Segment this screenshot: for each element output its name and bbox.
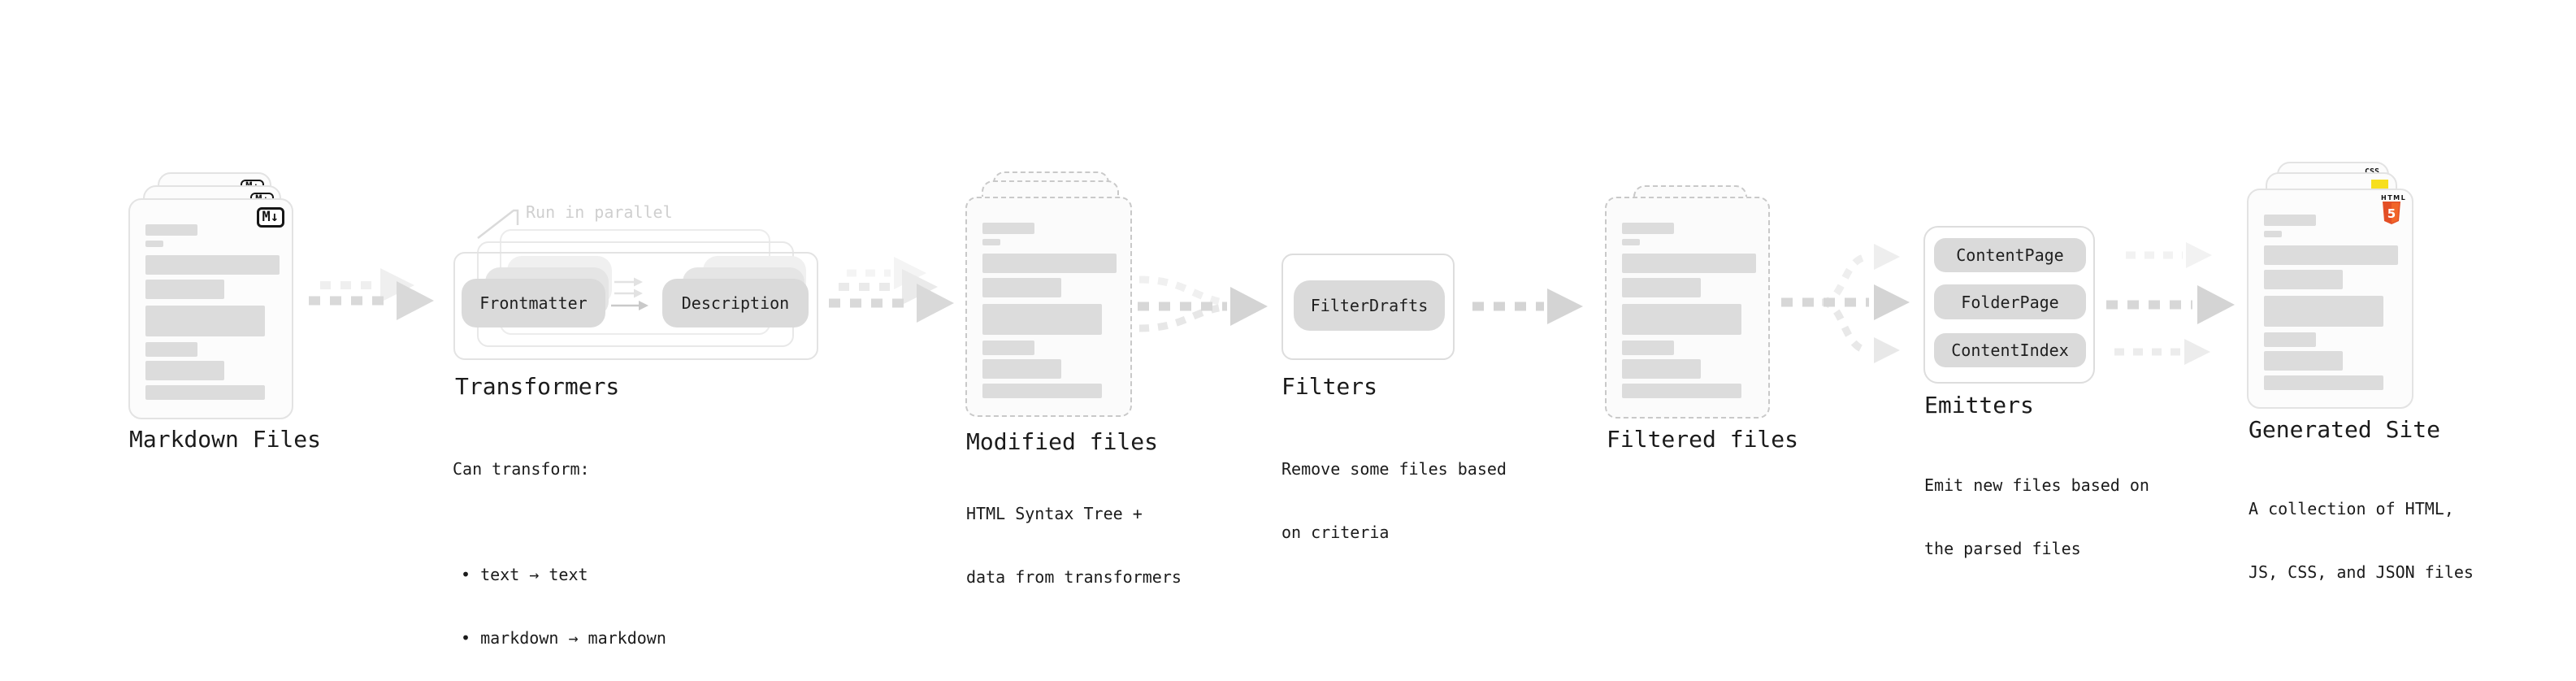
placeholder-text-bar: [1622, 278, 1701, 297]
file-card-front: M↓: [128, 198, 293, 419]
run-in-parallel-note: Run in parallel: [526, 202, 673, 222]
html5-icon-word: HTML: [2381, 194, 2407, 202]
stage-title: Transformers: [455, 373, 620, 400]
placeholder-text-bar: [982, 359, 1061, 379]
caption-line: HTML Syntax Tree +: [966, 504, 1143, 523]
stage-title: Emitters: [1924, 392, 2034, 419]
stage-caption: Remove some files based on criteria: [1281, 416, 1507, 585]
caption-line: the parsed files: [1924, 539, 2081, 558]
file-card-front: HTML 5: [2247, 189, 2413, 409]
placeholder-text-bar: [2264, 215, 2316, 226]
caption-line: Remove some files based: [1281, 459, 1507, 479]
placeholder-text-bar: [982, 239, 1000, 245]
placeholder-text-bar: [982, 278, 1061, 297]
placeholder-text-bar: [1622, 239, 1640, 245]
placeholder-text-bar: [145, 241, 163, 247]
arrow-filters-to-filtered: [1472, 288, 1583, 324]
placeholder-text-bar: [2264, 270, 2343, 289]
transform-bullet-list: • text → text • markdown → markdown • ht…: [453, 522, 666, 681]
javascript-icon: [2371, 180, 2388, 191]
placeholder-text-bar: [145, 224, 197, 236]
placeholder-text-bar: [145, 385, 265, 400]
placeholder-text-bar: [145, 361, 224, 380]
placeholder-text-bar: [2264, 351, 2343, 371]
html5-icon: HTML 5: [2381, 194, 2407, 228]
css-icon-label: CSS: [2365, 167, 2379, 176]
placeholder-text-bar: [982, 340, 1034, 355]
stage-title: Modified files: [966, 428, 1159, 455]
placeholder-text-bar: [2264, 332, 2316, 347]
placeholder-text-bar: [982, 223, 1034, 234]
placeholder-lines: [982, 223, 1117, 398]
placeholder-text-bar: [1622, 304, 1741, 335]
placeholder-text-bar: [1622, 384, 1741, 398]
emitter-pill-contentindex: ContentIndex: [1934, 333, 2086, 367]
arrow-modified-to-filters: [1138, 275, 1268, 332]
transformer-pill-description: Description: [662, 279, 809, 327]
stage-title: Filtered files: [1607, 426, 1799, 453]
bullet-item: • markdown → markdown: [461, 628, 666, 648]
html5-icon-number: 5: [2387, 206, 2396, 221]
placeholder-text-bar: [982, 254, 1117, 273]
markdown-icon: M↓: [256, 207, 284, 228]
placeholder-lines: [1622, 223, 1756, 398]
stage-title: Markdown Files: [129, 426, 322, 453]
caption-line: on criteria: [1281, 523, 1390, 542]
placeholder-text-bar: [2264, 375, 2383, 390]
arrow-emitters-to-site: [2106, 242, 2235, 365]
placeholder-text-bar: [145, 280, 224, 299]
caption-line: data from transformers: [966, 567, 1182, 587]
placeholder-lines: [145, 224, 280, 400]
transformer-pill-frontmatter: Frontmatter: [462, 279, 605, 327]
placeholder-text-bar: [145, 342, 197, 357]
caption-line: A collection of HTML,: [2249, 499, 2454, 518]
caption-line: JS, CSS, and JSON files: [2249, 562, 2474, 582]
stage-title: Filters: [1281, 373, 1378, 400]
stage-caption: Can transform: • text → text • markdown …: [453, 416, 666, 681]
caption-line: Can transform:: [453, 459, 590, 479]
placeholder-text-bar: [1622, 359, 1701, 379]
arrow-markdown-to-transformers: [309, 268, 434, 320]
file-card-front: [965, 197, 1132, 417]
placeholder-text-bar: [145, 255, 280, 275]
placeholder-text-bar: [1622, 340, 1674, 355]
placeholder-text-bar: [982, 304, 1102, 335]
html5-shield: 5: [2383, 202, 2400, 224]
placeholder-text-bar: [2264, 245, 2398, 265]
emitter-pill-folderpage: FolderPage: [1934, 284, 2086, 319]
placeholder-text-bar: [1622, 254, 1756, 273]
stage-caption: A collection of HTML, JS, CSS, and JSON …: [2249, 456, 2474, 625]
stage-caption: HTML Syntax Tree + data from transformer…: [966, 461, 1182, 630]
filter-pill-filterdrafts: FilterDrafts: [1294, 280, 1445, 331]
stage-caption: Emit new files based on the parsed files: [1924, 432, 2149, 601]
placeholder-text-bar: [982, 384, 1102, 398]
file-card-front: [1605, 197, 1770, 419]
placeholder-text-bar: [2264, 231, 2282, 237]
emitter-pill-contentpage: ContentPage: [1934, 238, 2086, 272]
caption-line: Emit new files based on: [1924, 475, 2149, 495]
stage-title: Generated Site: [2249, 416, 2441, 443]
arrow-transformers-to-modified: [829, 257, 954, 323]
placeholder-text-bar: [2264, 296, 2383, 327]
transformer-box-front: [453, 252, 818, 360]
bullet-item: • text → text: [461, 565, 588, 584]
placeholder-text-bar: [1622, 223, 1674, 234]
placeholder-text-bar: [145, 306, 265, 336]
arrow-filtered-to-emitters: [1781, 244, 1910, 363]
placeholder-lines: [2264, 215, 2398, 390]
